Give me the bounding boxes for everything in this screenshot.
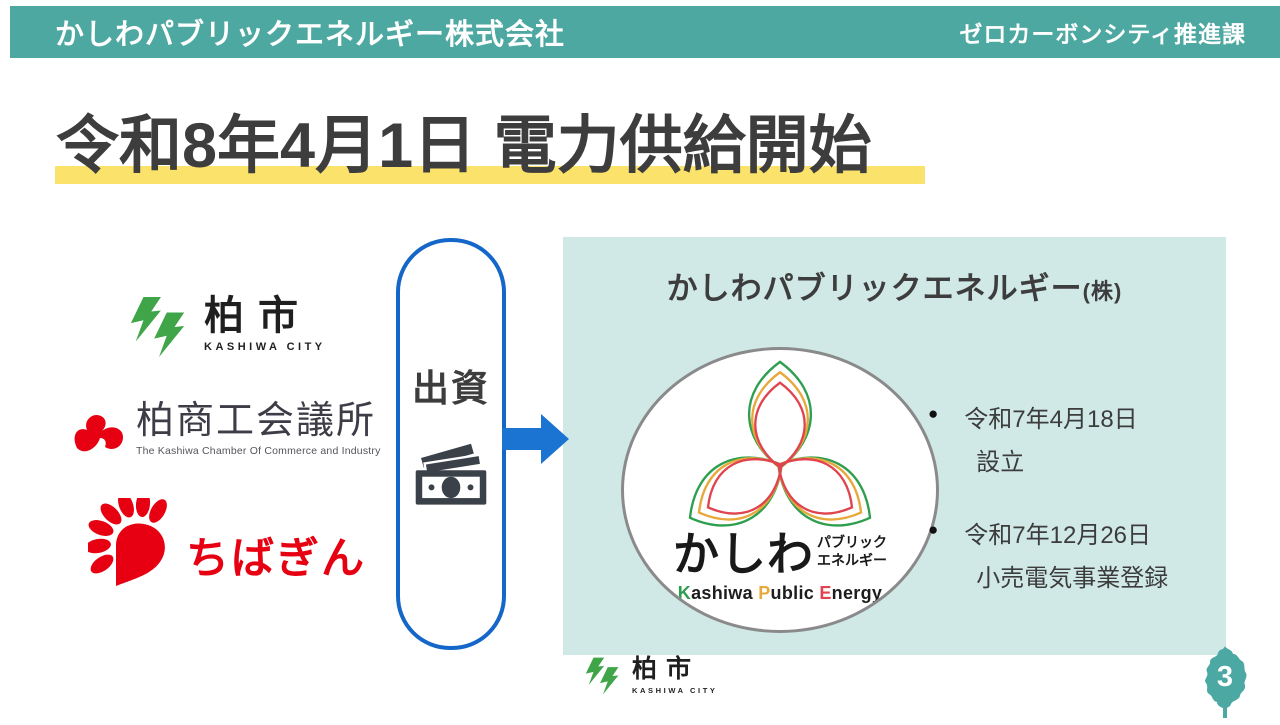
logo-small-line1: パブリック bbox=[817, 533, 887, 550]
page-number: 3 bbox=[1216, 661, 1234, 693]
trefoil-logo-icon bbox=[688, 360, 872, 527]
investment-pill: 出資 bbox=[396, 238, 506, 650]
milestone-founding-label: 設立 bbox=[976, 449, 1025, 476]
investment-label: 出資 bbox=[412, 368, 490, 409]
logo-en-ublic: ublic bbox=[770, 583, 820, 603]
milestone-registration-date: 令和7年12月26日 bbox=[964, 522, 1152, 549]
footer-logo-sub: KASHIWA CITY bbox=[632, 685, 718, 695]
header-title: かしわパブリックエネルギー株式会社 bbox=[55, 19, 566, 51]
kashiwa-city-emblem-icon bbox=[130, 296, 185, 358]
heading-highlight-bar bbox=[55, 166, 925, 184]
investor-kashiwa-name: 柏市 bbox=[204, 294, 312, 338]
company-panel: かしわパブリックエネルギー(株) bbox=[563, 237, 1226, 655]
investor-kashiwa-city: 柏市 KASHIWA CITY bbox=[128, 294, 326, 360]
chibagin-flower-icon bbox=[88, 498, 167, 586]
page-title: 令和8年4月1日 電力供給開始 bbox=[56, 111, 872, 181]
flow-arrow-icon bbox=[502, 414, 569, 464]
logo-small-text: パブリックエネルギー bbox=[817, 533, 887, 569]
logo-kashiwa-text: かしわ bbox=[673, 528, 814, 580]
investor-chamber: 柏商工会議所 The Kashiwa Chamber Of Commerce a… bbox=[68, 400, 381, 460]
header-bar: かしわパブリックエネルギー株式会社 ゼロカーボンシティ推進課 bbox=[10, 6, 1280, 58]
logo-en-nergy: nergy bbox=[831, 583, 883, 603]
investor-chibagin: ちばぎん bbox=[88, 498, 366, 592]
money-icon bbox=[415, 443, 487, 505]
milestone-founding-date: 令和7年4月18日 bbox=[964, 406, 1138, 433]
kashiwa-city-emblem-icon bbox=[585, 657, 619, 695]
page-number-leaf: 3 bbox=[1202, 644, 1248, 720]
milestone-list: ● 令和7年4月18日 設立 ● 令和7年12月26日 小売電気事業登録 bbox=[928, 399, 1168, 631]
footer-kashiwa-logo: 柏市 KASHIWA CITY bbox=[584, 655, 718, 696]
company-title: かしわパブリックエネルギー(株) bbox=[563, 263, 1226, 308]
logo-wordmark: かしわパブリックエネルギー bbox=[624, 518, 936, 584]
logo-english-text: Kashiwa Public Energy bbox=[624, 583, 936, 604]
investor-kashiwa-sub: KASHIWA CITY bbox=[204, 341, 326, 353]
bullet-icon: ● bbox=[928, 520, 939, 539]
milestone-registration: ● 令和7年12月26日 小売電気事業登録 bbox=[928, 515, 1168, 593]
header-department: ゼロカーボンシティ推進課 bbox=[959, 21, 1246, 47]
company-title-suffix: (株) bbox=[1082, 279, 1123, 304]
milestone-founding: ● 令和7年4月18日 設立 bbox=[928, 399, 1168, 477]
bullet-icon: ● bbox=[928, 404, 939, 423]
logo-en-e: E bbox=[819, 583, 832, 603]
logo-small-line2: エネルギー bbox=[817, 552, 887, 568]
investor-chamber-sub: The Kashiwa Chamber Of Commerce and Indu… bbox=[136, 444, 381, 457]
logo-en-k: K bbox=[677, 583, 692, 603]
company-title-main: かしわパブリックエネルギー bbox=[666, 271, 1083, 306]
oak-leaf-icon bbox=[1205, 646, 1247, 718]
logo-en-p: P bbox=[758, 583, 771, 603]
milestone-registration-label: 小売電気事業登録 bbox=[976, 565, 1169, 592]
footer-logo-name: 柏市 bbox=[632, 655, 701, 683]
investor-chamber-name: 柏商工会議所 bbox=[136, 400, 377, 442]
investor-chibagin-name: ちばぎん bbox=[186, 535, 366, 583]
company-logo-circle: かしわパブリックエネルギー Kashiwa Public Energy bbox=[621, 347, 939, 633]
chamber-mark-icon bbox=[74, 414, 123, 452]
logo-en-ashiwa: ashiwa bbox=[691, 583, 759, 603]
